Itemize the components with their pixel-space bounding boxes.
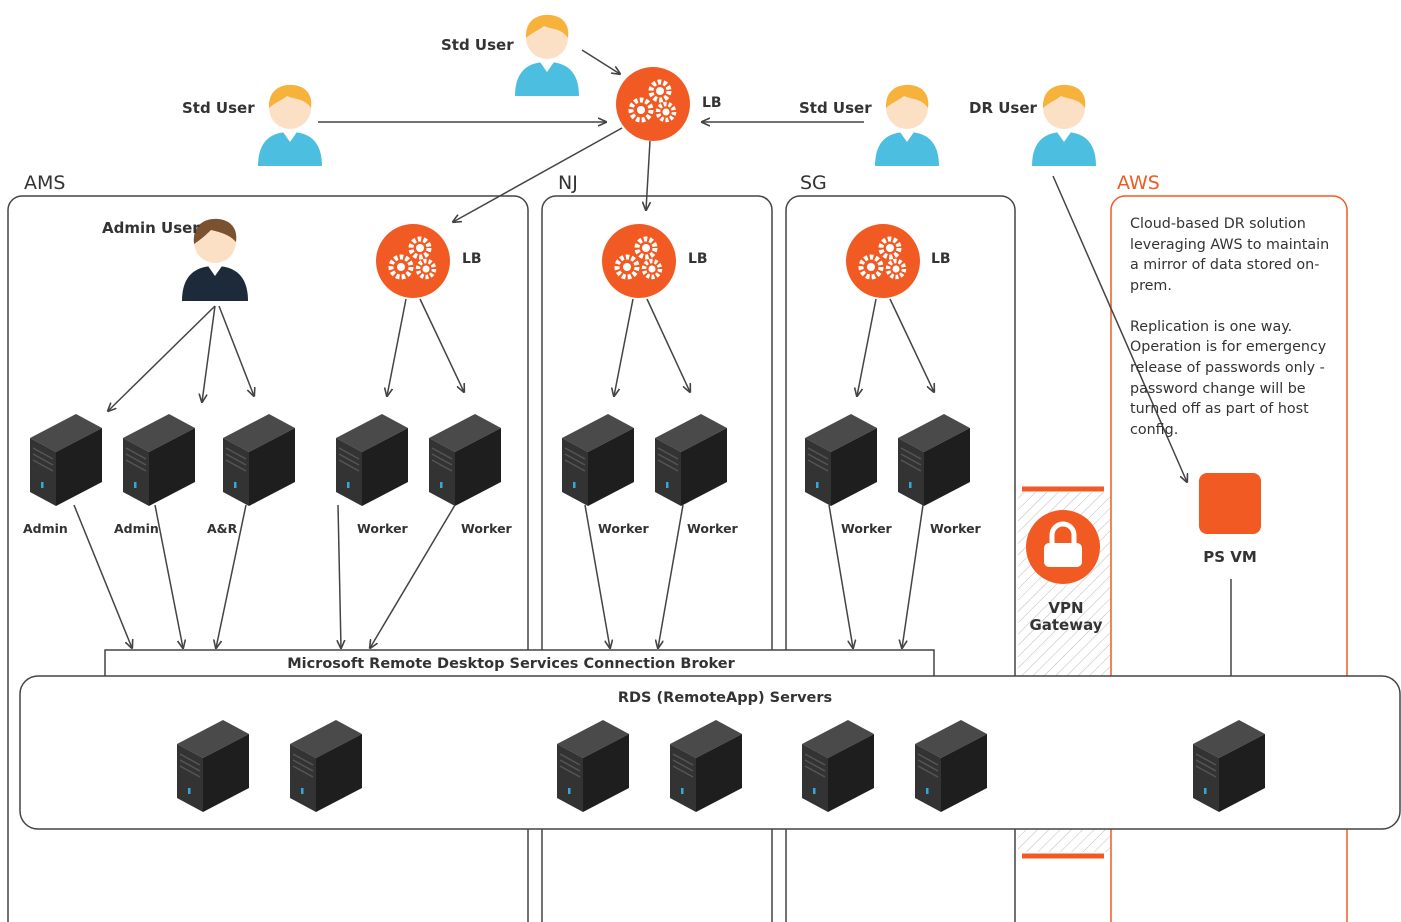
server-label: Worker xyxy=(930,521,982,536)
region-nj-box xyxy=(541,195,773,922)
aws-note-paragraph: Replication is one way. Operation is for… xyxy=(1130,318,1327,438)
aws-note-paragraph: Cloud-based DR solution leveraging AWS t… xyxy=(1130,216,1330,294)
vpn-label-line1: VPN xyxy=(1048,599,1083,617)
server-ams-admin-2 xyxy=(122,413,196,507)
server-sg-worker-1 xyxy=(804,413,878,507)
region-ams-box xyxy=(7,195,529,922)
server-label: Worker xyxy=(461,521,513,536)
region-sg-label: SG xyxy=(800,172,827,194)
lb-ams-label: LB xyxy=(462,251,482,267)
server-label: A&R xyxy=(207,521,238,536)
vpn-lock-icon xyxy=(1026,510,1100,584)
lb-ams-icon xyxy=(376,224,450,298)
aws-note: Cloud-based DR solution leveraging AWS t… xyxy=(1130,214,1335,461)
std-user-left-label: Std User xyxy=(182,99,255,117)
connection-broker-box xyxy=(104,649,935,681)
server-label: Admin xyxy=(23,521,68,536)
server-ams-worker-2 xyxy=(428,413,502,507)
lb-sg-icon xyxy=(846,224,920,298)
lb-top-icon xyxy=(616,67,690,141)
connection-broker-label: Microsoft Remote Desktop Services Connec… xyxy=(287,656,735,672)
region-ams-label: AMS xyxy=(24,172,65,194)
lb-nj-label: LB xyxy=(688,251,708,267)
ps-vm-icon xyxy=(1199,473,1261,534)
server-label: Worker xyxy=(357,521,409,536)
server-ams-ar xyxy=(222,413,296,507)
region-aws-label: AWS xyxy=(1117,172,1160,194)
server-label: Worker xyxy=(841,521,893,536)
std-user-right-label: Std User xyxy=(799,99,872,117)
server-label: Admin xyxy=(114,521,159,536)
region-nj-label: NJ xyxy=(558,172,578,194)
dr-user-icon xyxy=(1032,84,1096,166)
ps-vm-label: PS VM xyxy=(1203,548,1257,566)
rds-servers-label: RDS (RemoteApp) Servers xyxy=(618,690,832,706)
std-user-right-icon xyxy=(875,84,939,166)
std-user-top-icon xyxy=(515,14,579,96)
std-user-top-label: Std User xyxy=(441,36,514,54)
connection-arrows xyxy=(73,49,1231,690)
server-label: Worker xyxy=(598,521,650,536)
server-nj-worker-1 xyxy=(561,413,635,507)
server-ams-worker-1 xyxy=(335,413,409,507)
region-aws-box xyxy=(1110,195,1348,922)
lb-nj-icon xyxy=(602,224,676,298)
server-label: Worker xyxy=(687,521,739,536)
server-nj-worker-2 xyxy=(654,413,728,507)
admin-user-label: Admin User xyxy=(102,219,200,237)
std-user-left-icon xyxy=(258,84,322,166)
dr-user-label: DR User xyxy=(969,99,1038,117)
lb-top-label: LB xyxy=(702,95,722,111)
lb-sg-label: LB xyxy=(931,251,951,267)
server-sg-worker-2 xyxy=(897,413,971,507)
region-sg-box xyxy=(785,195,1016,922)
server-ams-admin-1 xyxy=(29,413,103,507)
vpn-label-line2: Gateway xyxy=(1029,616,1102,634)
